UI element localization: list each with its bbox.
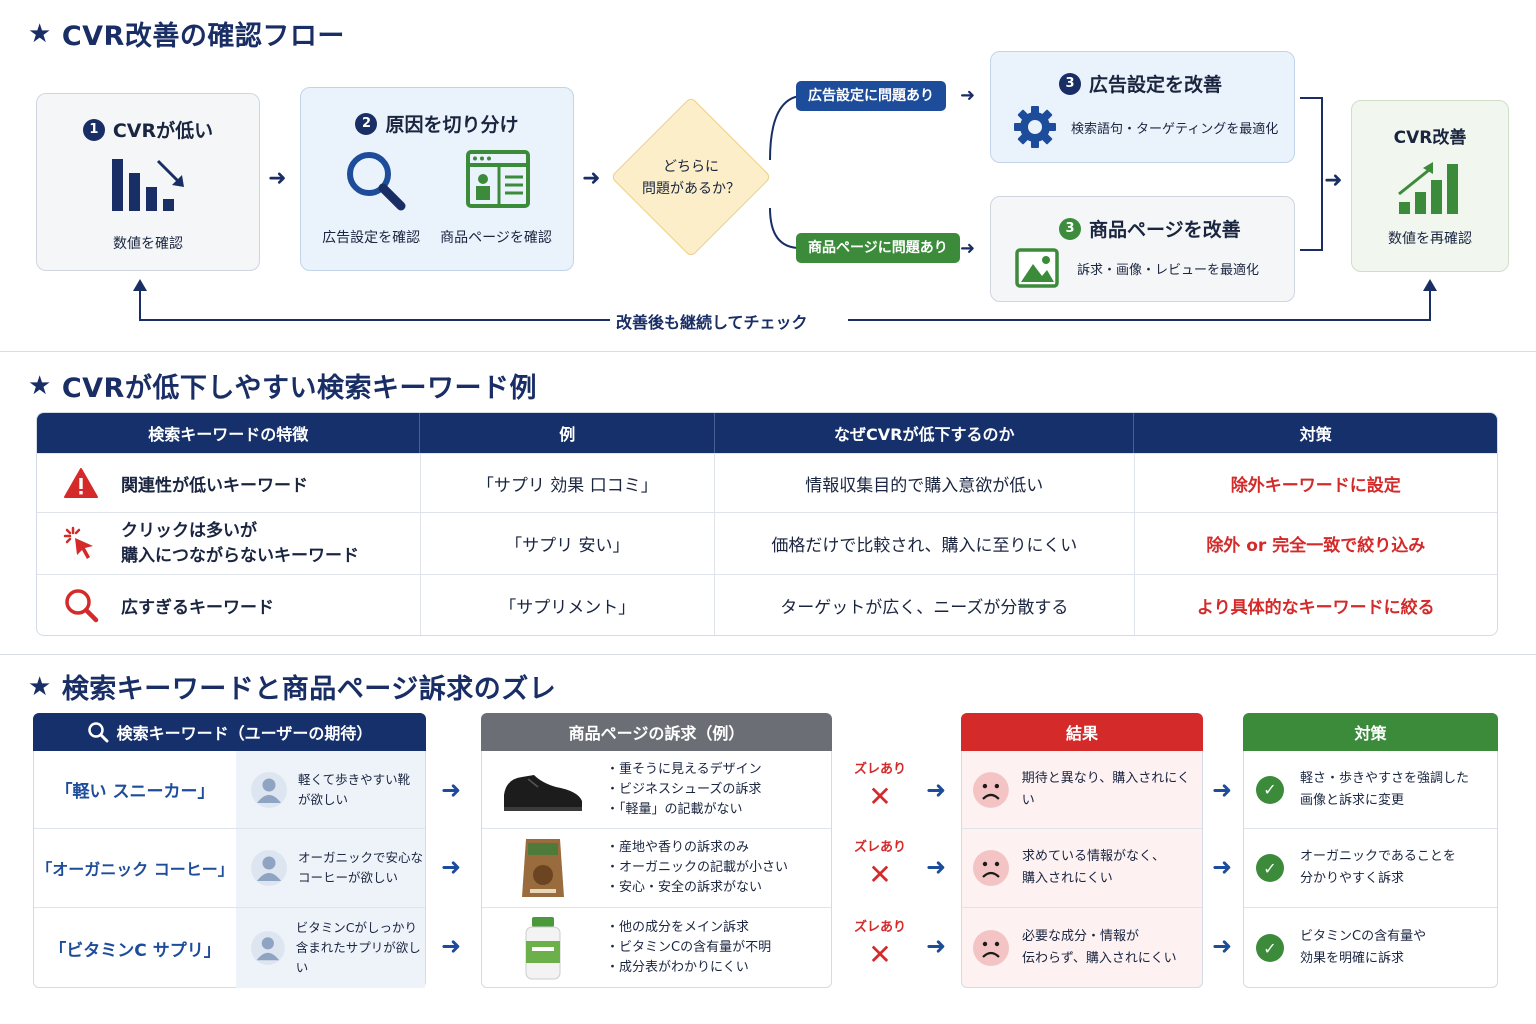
branch-connectors bbox=[769, 95, 801, 249]
arrow-right-icon: ➜ bbox=[926, 932, 947, 960]
panel-page: ・重そうに見えるデザイン ・ビジネスシューズの訴求 ・「軽量」の記載がない ・産… bbox=[481, 751, 832, 988]
star-icon: ★ bbox=[28, 370, 52, 401]
merge-connectors bbox=[1300, 97, 1323, 251]
section-title-keywords: ★ CVRが低下しやすい検索キーワード例 bbox=[28, 370, 538, 405]
flow-step-cvr-low: 1 CVRが低い 数値を確認 bbox=[36, 93, 260, 271]
search-icon bbox=[65, 589, 99, 623]
bar-chart-down-icon bbox=[112, 159, 184, 211]
panel-header-page: 商品ページの訴求（例） bbox=[481, 713, 832, 751]
arrow-right-icon: ➜ bbox=[1212, 932, 1233, 960]
section-divider bbox=[0, 654, 1536, 655]
bar-chart-up-icon bbox=[1398, 162, 1458, 214]
cross-icon: ✕ bbox=[868, 780, 892, 813]
branch-page-tag: 商品ページに問題あり bbox=[796, 233, 960, 263]
arrow-right-icon: ➜ bbox=[960, 238, 976, 259]
arrow-right-icon: ➜ bbox=[1212, 853, 1233, 881]
shoe-image bbox=[504, 774, 582, 811]
user-avatar-icon bbox=[251, 850, 287, 886]
user-avatar-icon bbox=[250, 931, 285, 965]
arrow-right-icon: ➜ bbox=[441, 932, 462, 960]
arrow-right-icon: ➜ bbox=[960, 85, 976, 106]
panel-result: 期待と異なり、購入されにくい 求めている情報がなく、購入されにくい 必要な成分・… bbox=[961, 751, 1203, 988]
section-title-flow: ★ CVR改善の確認フロー bbox=[28, 18, 345, 53]
list-item: 「ビタミンC サプリ」 ビタミンCがしっかり含まれたサプリが欲しい bbox=[34, 907, 425, 988]
mismatch-label: ズレあり bbox=[853, 840, 906, 855]
arrow-right-icon: ➜ bbox=[441, 776, 462, 804]
flow-step-isolate-cause: 2 原因を切り分け 広告設定を確認 商品ページを確認 bbox=[300, 87, 574, 271]
list-item: 期待と異なり、購入されにくい bbox=[962, 751, 1202, 828]
step-number: 1 bbox=[82, 118, 105, 141]
sad-face-icon bbox=[973, 930, 1009, 966]
star-icon: ★ bbox=[28, 18, 52, 49]
list-item: ・産地や香りの訴求のみ ・オーガニックの記載が小さい ・安心・安全の訴求がない bbox=[482, 828, 831, 907]
arrow-right-icon: ➜ bbox=[441, 853, 462, 881]
table-header: 検索キーワードの特徴 例 なぜCVRが低下するのか 対策 bbox=[37, 413, 1497, 453]
cross-icon: ✕ bbox=[868, 858, 892, 891]
mismatch-label: ズレあり bbox=[853, 762, 906, 777]
list-item: ✓ オーガニックであることを分かりやすく訴求 bbox=[1244, 828, 1497, 907]
cross-icon: ✕ bbox=[868, 938, 892, 971]
section-title-mismatch: ★ 検索キーワードと商品ページ訴求のズレ bbox=[28, 671, 557, 706]
section-divider bbox=[0, 351, 1536, 352]
list-item: ✓ ビタミンCの含有量や効果を明確に訴求 bbox=[1244, 907, 1497, 988]
arrow-right-icon: ➜ bbox=[582, 166, 601, 191]
click-icon bbox=[63, 526, 93, 559]
arrow-right-icon: ➜ bbox=[1212, 776, 1233, 804]
panel-keyword: 「軽い スニーカー」 軽くて歩きやすい靴が欲しい 「オーガニック コーヒー」 オ… bbox=[33, 751, 426, 988]
panel-header-result: 結果 bbox=[961, 713, 1203, 751]
product-page-icon bbox=[466, 150, 530, 208]
arrow-right-icon: ➜ bbox=[268, 166, 287, 191]
panel-action: ✓ 軽さ・歩きやすさを強調した画像と訴求に変更 ✓ オーガニックであることを分か… bbox=[1243, 751, 1498, 988]
gear-icon bbox=[1014, 106, 1056, 148]
table-row: 関連性が低いキーワード 「サプリ 効果 口コミ」 情報収集目的で購入意欲が低い … bbox=[37, 453, 1497, 512]
star-icon: ★ bbox=[28, 671, 52, 702]
arrow-right-icon: ➜ bbox=[1324, 168, 1343, 193]
check-icon: ✓ bbox=[1256, 854, 1284, 882]
flow-step-improve-ads: 3 広告設定を改善 検索語句・ターゲティングを最適化 bbox=[990, 51, 1295, 163]
arrow-right-icon: ➜ bbox=[926, 853, 947, 881]
check-icon: ✓ bbox=[1256, 934, 1284, 962]
branch-ad-tag: 広告設定に問題あり bbox=[796, 81, 946, 111]
table-row: クリックは多いが 購入につながらないキーワード 「サプリ 安い」 価格だけで比較… bbox=[37, 512, 1497, 574]
feedback-loop-label: 改善後も継続してチェック bbox=[616, 313, 808, 332]
sad-face-icon bbox=[973, 850, 1009, 886]
coffee-bag-image bbox=[522, 839, 564, 897]
arrow-right-icon: ➜ bbox=[926, 776, 947, 804]
list-item: 求めている情報がなく、購入されにくい bbox=[962, 828, 1202, 907]
check-icon: ✓ bbox=[1256, 775, 1284, 804]
supplement-bottle-image bbox=[525, 917, 561, 980]
warning-icon bbox=[64, 468, 98, 498]
list-item: 「オーガニック コーヒー」 オーガニックで安心なコーヒーが欲しい bbox=[34, 828, 425, 907]
list-item: ・他の成分をメイン訴求 ・ビタミンCの含有量が不明 ・成分表がわかりにくい bbox=[482, 907, 831, 988]
panel-header-keyword: 検索キーワード（ユーザーの期待） bbox=[33, 713, 426, 751]
flow-step-improve-page: 3 商品ページを改善 訴求・画像・レビューを最適化 bbox=[990, 196, 1295, 302]
list-item: ・重そうに見えるデザイン ・ビジネスシューズの訴求 ・「軽量」の記載がない bbox=[482, 751, 831, 828]
sad-face-icon bbox=[972, 771, 1009, 808]
list-item: 「軽い スニーカー」 軽くて歩きやすい靴が欲しい bbox=[34, 751, 425, 828]
image-icon bbox=[1015, 248, 1059, 288]
table-row: 広すぎるキーワード 「サプリメント」 ターゲットが広く、ニーズが分散する より具… bbox=[37, 574, 1497, 635]
feedback-loop-line bbox=[133, 279, 1437, 321]
decision-text: どちらに 問題があるか？ bbox=[642, 159, 740, 197]
search-icon bbox=[87, 722, 109, 743]
user-avatar-icon bbox=[251, 771, 287, 808]
panel-header-action: 対策 bbox=[1243, 713, 1498, 751]
list-item: 必要な成分・情報が伝わらず、購入されにくい bbox=[962, 907, 1202, 988]
list-item: ✓ 軽さ・歩きやすさを強調した画像と訴求に変更 bbox=[1244, 751, 1497, 828]
mismatch-label: ズレあり bbox=[853, 920, 906, 935]
flow-step-cvr-improved: CVR改善 数値を再確認 bbox=[1351, 100, 1509, 272]
magnifier-icon bbox=[347, 152, 406, 211]
keyword-table: 検索キーワードの特徴 例 なぜCVRが低下するのか 対策 関連性が低いキーワード… bbox=[36, 412, 1498, 636]
